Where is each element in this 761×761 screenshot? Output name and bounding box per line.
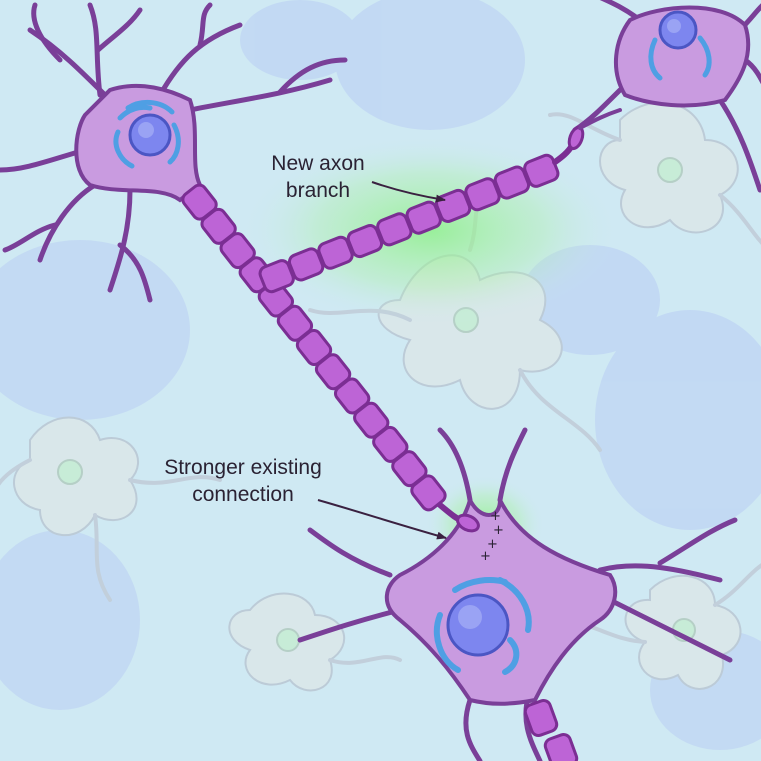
label-stronger-connection: Stronger existing connection [128,454,358,508]
plus-icon: + [493,523,504,538]
axon-terminal [437,502,480,533]
neuron-bottom-nucleolus [458,605,482,629]
plus-icon: + [490,509,501,524]
myelin-segment [317,235,354,270]
myelin-segment [287,247,325,282]
label-new-axon-branch: New axon branch [258,150,378,204]
label-line: New axon [271,152,365,175]
growth-cone [552,108,622,165]
myelin-segment [346,224,384,259]
ghost-cell [595,310,761,530]
ghost-cell [335,0,525,130]
myelin-segment [405,200,442,235]
label-line: connection [192,483,294,506]
ghost-cell [240,0,360,80]
myelin-segment [464,177,501,212]
glial-cell [13,416,140,537]
neuron-top-right-body [613,5,751,108]
label-line: branch [285,179,351,202]
glial-cells [13,101,742,692]
ghost-cell [0,530,140,710]
glial-cell [599,101,739,234]
myelin-segment [523,153,560,188]
arrow-icon [317,499,447,540]
ghost-cell [0,240,190,420]
neuron-top-left-er [113,100,181,169]
myelin-segment [493,165,531,200]
neuron-top-right-nucleolus [667,19,681,33]
arrow-icon [371,181,446,203]
new-axon-branch [258,153,560,294]
myelin-segment [258,259,295,294]
neuron-top-right-er [648,35,712,81]
plus-icon: + [480,549,491,564]
neuron-bottom-er [433,577,532,675]
neuron-bottom-dendrites [297,427,738,761]
myelin-segment [376,212,413,247]
main-axon [181,183,447,512]
neuron-top-left-dendrites [0,2,348,303]
plus-icon: + [487,537,498,552]
charge-markers: + + + + [480,509,504,564]
myelin-segment [523,698,559,738]
neuron-top-left-nucleolus [138,122,154,138]
label-line: Stronger existing [164,456,322,479]
